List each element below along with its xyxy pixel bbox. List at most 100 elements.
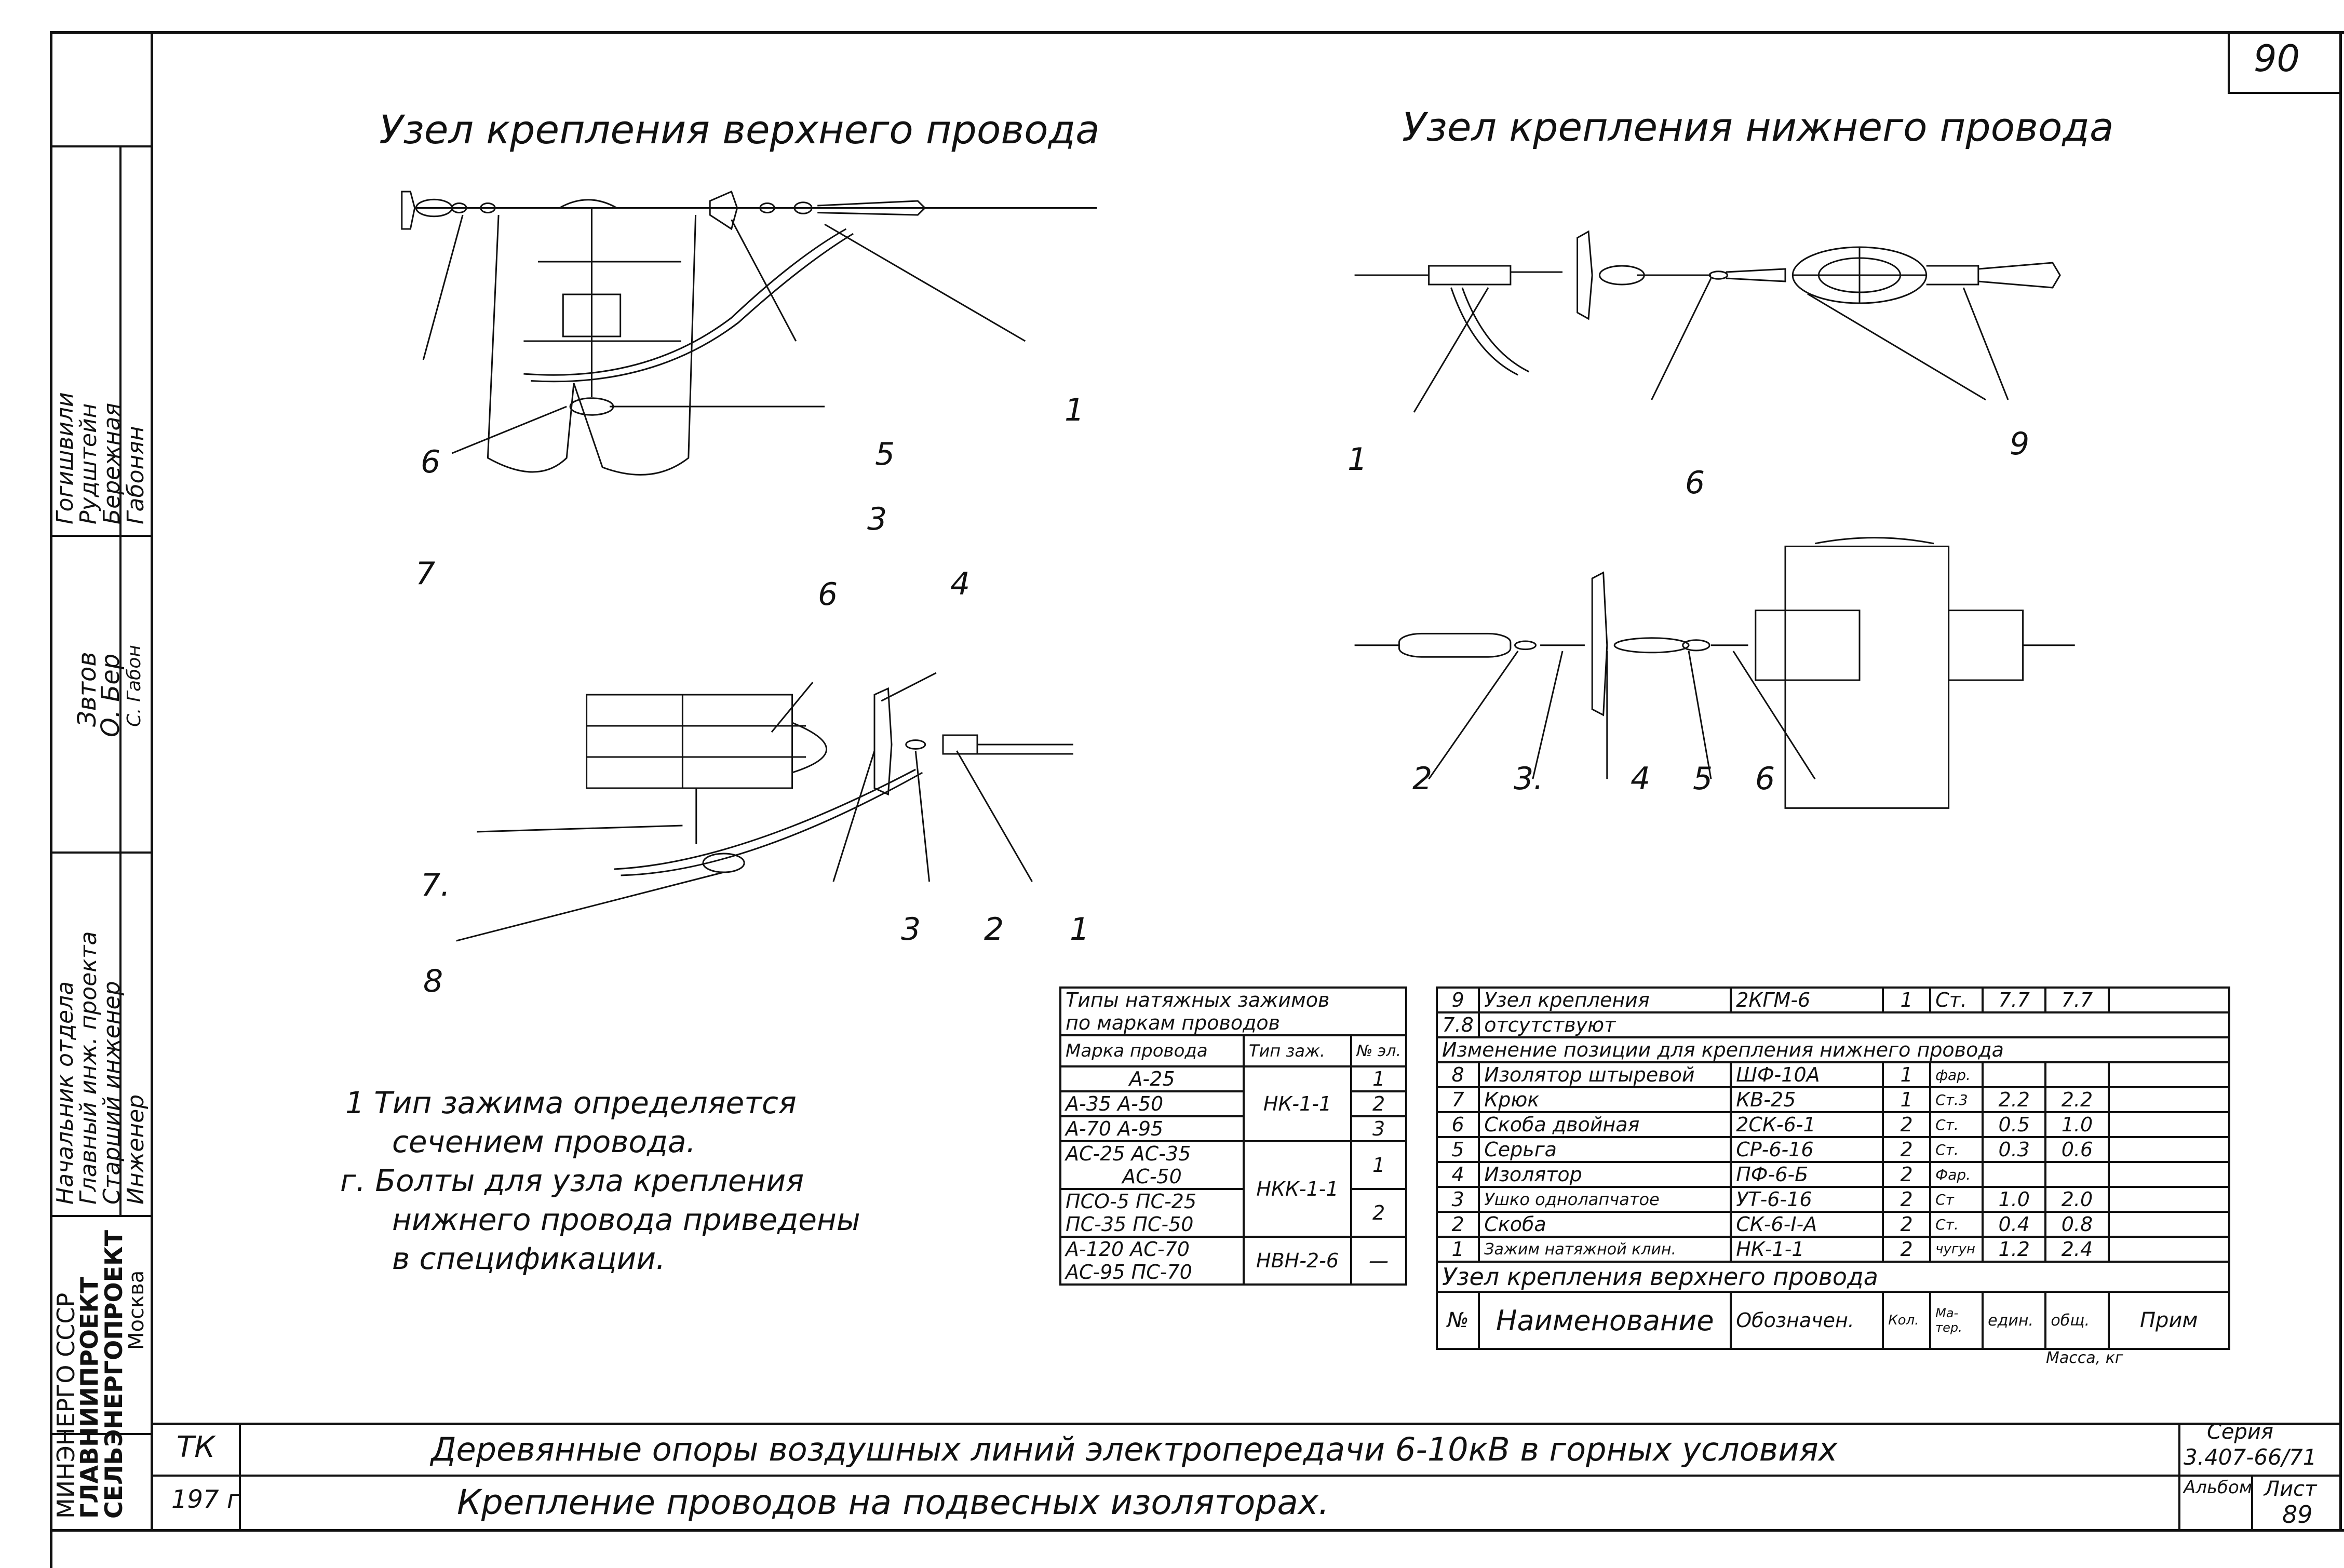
spec-name: Изолятор штыревой [1478,1061,1732,1088]
clamp-row-mark: А-25 [1059,1065,1245,1092]
spec-code: УТ-6-16 [1730,1186,1884,1213]
spec-note [2107,1061,2231,1088]
callout-lower-9: 9 [2010,426,2030,462]
tb-top [153,1423,2342,1425]
spec-total: 2.0 [2044,1186,2110,1213]
spec-code: ШФ-10А [1730,1061,1884,1088]
tb-left-top: ТК [177,1430,215,1464]
clamp-row-no: 1 [1350,1065,1407,1092]
spec-note [2107,1161,2231,1188]
spec-qty: 2 [1882,1136,1932,1163]
spec-note [2107,1086,2231,1113]
spec-note [2107,1111,2231,1138]
frame-left-outer [50,31,52,1568]
spec-code: 2КГМ-6 [1730,986,1884,1013]
spec-name: Изолятор [1478,1161,1732,1188]
clamp-row-mark: АС-50 [1059,1165,1245,1190]
stamp-signature-2: О. Бер [96,653,125,737]
stamp-org2: ГЛАВНИИПРОЕКТ [75,1277,103,1519]
spec-total [2044,1161,2110,1188]
spec-code: ПФ-6-Б [1730,1161,1884,1188]
callout-lower-2: 2 [1412,761,1433,797]
spec-n: 7.8 [1435,1011,1480,1038]
stamp-line [50,1433,152,1435]
spec-total: 0.6 [2044,1136,2110,1163]
callout-upper-3b: 3 [901,911,921,948]
spec-h-qty: Кол. [1882,1291,1932,1350]
clamp-row-no: 1 [1350,1140,1407,1190]
spec-section-upper: Узел крепления верхнего провода [1436,1261,2230,1293]
clamp-row-mark: АС-95 ПС-70 [1059,1261,1245,1286]
clamp-row-no: 3 [1350,1115,1407,1142]
spec-code: СК-6-I-А [1730,1211,1884,1238]
spec-name: Серьга [1478,1136,1732,1163]
spec-name: Зажим натяжной клин. [1478,1236,1732,1263]
stamp-line [50,145,152,147]
spec-mat: Ст. [1929,1136,1984,1163]
spec-h-name: Наименование [1478,1291,1732,1350]
title-upper-node: Узел крепления верхнего провода [379,106,1100,153]
tb-line1: Деревянные опоры воздушных линий электро… [431,1430,1838,1468]
callout-upper-6: 6 [421,444,441,480]
tb-series-label: Серия [2207,1420,2273,1444]
spec-unit: 0.5 [1982,1111,2047,1138]
callout-lower-6: 6 [1685,465,1705,501]
callout-upper-1b: 1 [1070,911,1090,948]
spec-qty: 1 [1882,986,1932,1013]
stamp-name-1: Гогишвили [52,392,78,524]
clamp-row-type: НКК-1-1 [1242,1140,1353,1238]
stamp-line [50,1215,152,1217]
spec-h-note: Прим [2107,1291,2231,1350]
spec-n: 7 [1435,1086,1480,1113]
spec-mat: Ст. [1929,986,1984,1013]
clamp-table-title-2: по маркам проводов [1059,1011,1407,1036]
callout-lower-3: 3. [1514,761,1544,797]
stamp-name-3: Бережная [99,402,125,524]
spec-code: 2СК-6-1 [1730,1111,1884,1138]
spec-mat: Ст.3 [1929,1086,1984,1113]
stamp-signature-3: С. Габон [124,645,145,727]
spec-code: СР-6-16 [1730,1136,1884,1163]
tb-sheet-label: Лист [2264,1477,2317,1501]
callout-upper-5: 5 [875,436,895,472]
note-line-5: в спецификации. [392,1241,666,1276]
spec-name: Узел крепления [1478,986,1732,1013]
spec-total: 7.7 [2044,986,2110,1013]
stamp-line [50,851,152,854]
note-line-4: нижнего провода приведены [392,1202,860,1237]
spec-qty: 2 [1882,1161,1932,1188]
tb-v2 [2178,1423,2180,1532]
frame-left-inner [151,31,153,1532]
spec-note [2107,1186,2231,1213]
spec-unit: 7.7 [1982,986,2047,1013]
note-line-2: сечением провода. [392,1124,696,1159]
clamp-table-h-type: Тип заж. [1242,1034,1353,1067]
spec-n: 2 [1435,1211,1480,1238]
spec-n: 5 [1435,1136,1480,1163]
stamp-divider [119,145,122,1215]
spec-mat: фар. [1929,1061,1984,1088]
drawing-lower-top [1340,213,2082,524]
spec-total: 2.4 [2044,1236,2110,1263]
spec-unit [1982,1161,2047,1188]
tb-album-label: Альбом [2184,1477,2253,1498]
spec-name: Ушко однолапчатое [1478,1186,1732,1213]
spec-mat: Ст. [1929,1211,1984,1238]
spec-note [2107,986,2231,1013]
callout-lower-5: 5 [1693,761,1713,797]
callout-upper-7: 7 [415,556,436,592]
stamp-role-3: Старший инженер [99,981,125,1205]
stamp-role-4: Инженер [123,1094,149,1205]
clamp-row-mark: А-35 А-50 [1059,1090,1245,1117]
spec-total: 0.8 [2044,1211,2110,1238]
spec-unit: 2.2 [1982,1086,2047,1113]
spec-note [2107,1136,2231,1163]
tb-v3 [2251,1475,2253,1532]
clamp-row-mark: АС-25 АС-35 [1059,1140,1245,1165]
spec-mat: чугун [1929,1236,1984,1263]
spec-name: Скоба [1478,1211,1732,1238]
clamp-row-mark: А-120 АС-70 [1059,1236,1245,1261]
spec-qty: 1 [1882,1061,1932,1088]
spec-note [2107,1211,2231,1238]
tb-series-value: 3.407-66/71 [2184,1444,2317,1470]
